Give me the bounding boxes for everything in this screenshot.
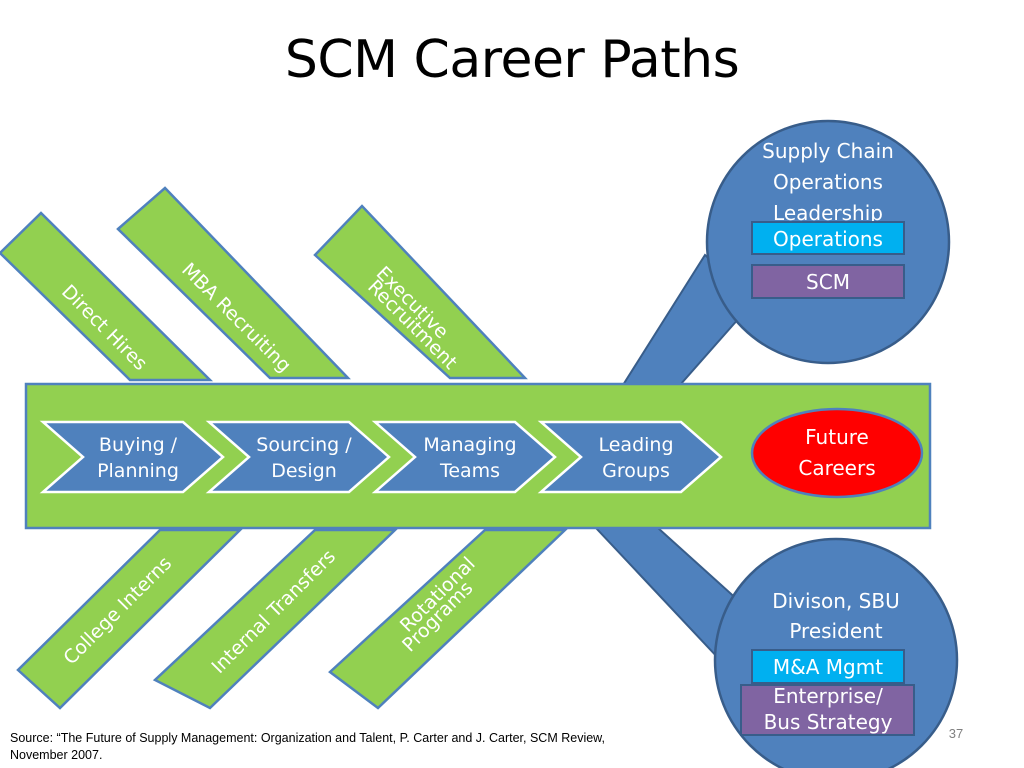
branch-executive-recruitment [313, 204, 528, 380]
stage-label-managing-teams: Teams [439, 460, 500, 482]
scm-tag [751, 264, 905, 299]
stage-label-sourcing-design: Design [271, 460, 337, 482]
branch-college-interns [16, 528, 244, 710]
enterprise-tag-label: Enterprise/Bus Strategy [764, 684, 893, 734]
branch-internal-transfers [152, 528, 399, 710]
president-outcome-label: Divison, SBU [772, 589, 899, 613]
stage-label-sourcing-design: Sourcing / [256, 434, 352, 456]
stage-label-buying-planning: Planning [97, 460, 179, 482]
slide-number: 37 [948, 726, 964, 741]
future-careers-node [750, 407, 924, 499]
stage-label-managing-teams: Managing [423, 434, 516, 456]
branch-direct-hires [0, 211, 214, 382]
stage-label-leading-groups: Leading [598, 434, 673, 456]
enterprise-tag [740, 684, 915, 736]
ma-mgmt-tag-label: M&A Mgmt [773, 655, 883, 679]
president-outcome-label: President [789, 619, 882, 643]
operations-tag-label: Operations [773, 227, 883, 251]
stage-chevron-leading-groups [537, 420, 723, 494]
stage-label-buying-planning: Buying / [99, 434, 178, 456]
source-citation: Source: “The Future of Supply Management… [10, 731, 605, 762]
operations-tag [751, 221, 905, 255]
stage-chevron-sourcing-design [205, 420, 391, 494]
branch-rotational-programs [328, 528, 569, 710]
future-careers-label: Future [805, 425, 869, 449]
stage-chevron-managing-teams [371, 420, 557, 494]
stage-label-leading-groups: Groups [602, 460, 670, 482]
scm-tag-label: SCM [806, 270, 850, 294]
ma-mgmt-tag [751, 649, 905, 684]
stage-chevron-buying-planning [39, 420, 225, 494]
slide-title: SCM Career Paths [284, 30, 740, 90]
branch-mba-recruiting [116, 186, 351, 380]
leadership-outcome-label: Operations [773, 170, 883, 194]
leadership-outcome-label: Supply Chain [762, 139, 894, 163]
future-careers-label: Careers [798, 456, 875, 480]
